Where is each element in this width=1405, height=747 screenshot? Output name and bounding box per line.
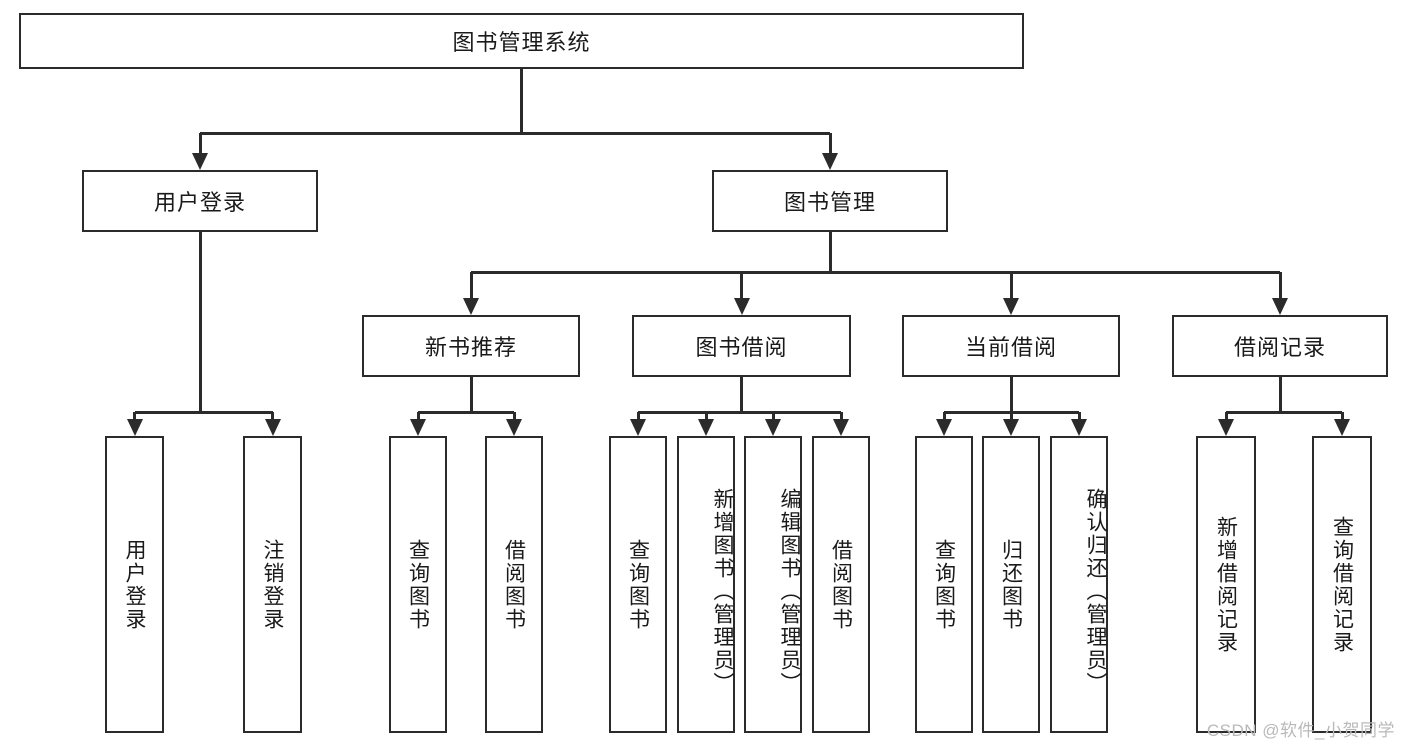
connector-arrowhead	[463, 298, 479, 315]
connector-horizontal	[1226, 410, 1342, 414]
connector-horizontal	[418, 410, 514, 414]
connector-horizontal	[638, 410, 841, 414]
node-leaf-user-login[interactable]: 用户登录	[105, 436, 164, 733]
connector-vertical	[1278, 272, 1282, 298]
node-book-borrow[interactable]: 图书借阅	[632, 315, 851, 377]
connector-vertical	[704, 412, 708, 419]
connector-vertical	[1340, 412, 1344, 419]
connector-arrowhead	[410, 419, 426, 436]
node-leaf-query-book-current[interactable]: 查询图书	[915, 436, 973, 733]
node-leaf-logout[interactable]: 注销登录	[243, 436, 302, 733]
connector-vertical	[740, 272, 743, 298]
connector-vertical	[512, 412, 516, 419]
connector-vertical	[520, 69, 523, 133]
node-borrow-record[interactable]: 借阅记录	[1172, 315, 1388, 377]
node-leaf-borrow-book-recommend[interactable]: 借阅图书	[485, 436, 543, 733]
connector-vertical	[942, 412, 946, 419]
connector-arrowhead	[1003, 419, 1019, 436]
connector-arrowhead	[1334, 419, 1350, 436]
connector-horizontal	[134, 410, 273, 414]
node-new-book-recommend[interactable]: 新书推荐	[362, 315, 580, 377]
node-leaf-query-borrow-record[interactable]: 查询借阅记录	[1312, 436, 1372, 733]
connector-vertical	[1009, 412, 1013, 419]
connector-vertical	[469, 377, 473, 412]
connector-arrowhead	[765, 419, 781, 436]
connector-vertical	[1009, 272, 1013, 298]
connector-vertical	[1278, 377, 1282, 412]
connector-arrowhead	[506, 419, 522, 436]
connector-arrowhead	[1218, 419, 1234, 436]
connector-horizontal	[200, 131, 830, 135]
connector-arrowhead	[698, 419, 714, 436]
connector-arrowhead	[822, 153, 838, 170]
connector-vertical	[839, 412, 843, 419]
connector-arrowhead	[833, 419, 849, 436]
connector-vertical	[740, 377, 743, 412]
connector-vertical	[198, 232, 202, 412]
connector-arrowhead	[1071, 419, 1087, 436]
connector-vertical	[416, 412, 420, 419]
watermark-label: CSDN @软件_小贺同学	[1206, 721, 1395, 740]
connector-vertical	[828, 232, 832, 272]
node-user-login[interactable]: 用户登录	[82, 170, 318, 232]
node-leaf-borrow-book[interactable]: 借阅图书	[812, 436, 870, 733]
node-leaf-return-book[interactable]: 归还图书	[982, 436, 1040, 733]
connector-vertical	[828, 133, 832, 153]
connector-arrowhead	[936, 419, 952, 436]
connector-arrowhead	[630, 419, 646, 436]
connector-vertical	[271, 412, 274, 419]
node-leaf-add-borrow-record[interactable]: 新增借阅记录	[1196, 436, 1256, 733]
node-current-borrow[interactable]: 当前借阅	[902, 315, 1120, 377]
node-root[interactable]: 图书管理系统	[19, 13, 1024, 69]
node-leaf-query-book-recommend[interactable]: 查询图书	[389, 436, 447, 733]
connector-horizontal	[471, 270, 1280, 274]
node-leaf-query-book-borrow[interactable]: 查询图书	[609, 436, 667, 733]
connector-vertical	[1009, 377, 1013, 412]
connector-vertical	[636, 412, 640, 419]
connector-arrowhead	[192, 153, 208, 170]
connector-vertical	[1224, 412, 1228, 419]
connector-vertical	[469, 272, 473, 298]
connector-arrowhead	[733, 298, 750, 315]
node-leaf-add-book-admin[interactable]: 新增图书（管理员）	[677, 436, 735, 733]
connector-arrowhead	[264, 419, 281, 436]
connector-vertical	[1077, 412, 1081, 419]
node-leaf-confirm-return-admin[interactable]: 确认归还（管理员）	[1050, 436, 1108, 733]
connector-vertical	[771, 412, 775, 419]
connector-vertical	[198, 133, 202, 153]
node-book-manage[interactable]: 图书管理	[712, 170, 948, 232]
node-leaf-edit-book-admin[interactable]: 编辑图书（管理员）	[744, 436, 802, 733]
connector-arrowhead	[126, 419, 143, 436]
connector-vertical	[133, 412, 136, 419]
connector-arrowhead	[1003, 298, 1019, 315]
connector-arrowhead	[1272, 298, 1288, 315]
